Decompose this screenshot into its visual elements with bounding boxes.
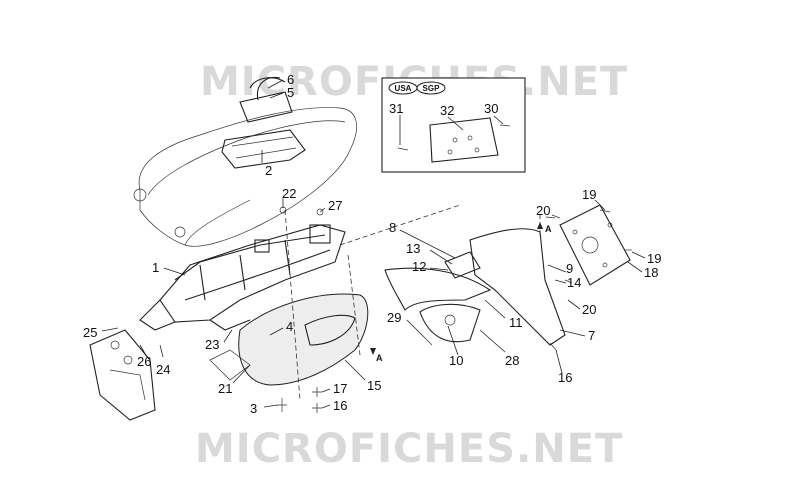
sgp-badge — [416, 81, 446, 95]
callout-19-a: 19 — [582, 187, 596, 202]
callout-29: 29 — [387, 310, 401, 325]
callout-12: 12 — [412, 259, 426, 274]
section-mark-a: A A — [370, 222, 552, 363]
license-plate — [429, 117, 499, 163]
svg-text:A: A — [545, 224, 552, 234]
leader-lines — [101, 79, 646, 409]
side-bracket — [89, 329, 156, 421]
callout-9: 9 — [566, 261, 573, 276]
inset-usa-sgp: USA SGP 31 32 30 — [381, 77, 526, 173]
watermark-bottom: MICROFICHES.NET — [195, 426, 623, 472]
callout-5: 5 — [287, 85, 294, 100]
usa-badge-text: USA — [395, 84, 412, 93]
callout-20-b: 20 — [582, 302, 596, 317]
svg-text:A: A — [376, 353, 383, 363]
connector-line — [347, 254, 361, 356]
callout-17: 17 — [333, 381, 347, 396]
callout-25: 25 — [83, 325, 97, 340]
callout-16-a: 16 — [333, 398, 347, 413]
callout-7: 7 — [588, 328, 595, 343]
plate-holder — [469, 204, 631, 346]
callout-19-b: 19 — [647, 251, 661, 266]
callout-11: 11 — [509, 315, 523, 330]
callout-2: 2 — [265, 163, 272, 178]
callout-14: 14 — [567, 275, 581, 290]
rear-fender — [384, 267, 492, 343]
callout-8: 8 — [389, 220, 396, 235]
callout-21: 21 — [218, 381, 232, 396]
label-30: 30 — [484, 101, 498, 116]
callout-6: 6 — [287, 72, 294, 87]
rear-subframe — [139, 224, 346, 331]
label-32: 32 — [440, 103, 454, 118]
callout-26: 26 — [137, 354, 151, 369]
connector-line — [339, 204, 461, 246]
callout-28: 28 — [505, 353, 519, 368]
callout-16-b: 16 — [558, 370, 572, 385]
seat-outline — [133, 107, 357, 247]
callout-3: 3 — [250, 401, 257, 416]
callout-15: 15 — [367, 378, 381, 393]
callout-1: 1 — [152, 260, 159, 275]
sgp-badge-text: SGP — [423, 84, 441, 93]
callout-20-a: 20 — [536, 203, 550, 218]
callout-24: 24 — [156, 362, 170, 377]
rear-mudguard — [209, 293, 369, 386]
callout-22: 22 — [282, 186, 296, 201]
callout-4: 4 — [286, 319, 293, 334]
taillight — [444, 251, 481, 279]
callout-23: 23 — [205, 337, 219, 352]
callout-27: 27 — [328, 198, 342, 213]
callout-13: 13 — [406, 241, 420, 256]
callout-18: 18 — [644, 265, 658, 280]
callout-10: 10 — [449, 353, 463, 368]
callout-numbers: 6 5 2 22 27 1 25 26 24 23 21 3 4 17 16 1… — [83, 72, 661, 416]
label-31: 31 — [389, 101, 403, 116]
tool-tray — [221, 129, 306, 169]
